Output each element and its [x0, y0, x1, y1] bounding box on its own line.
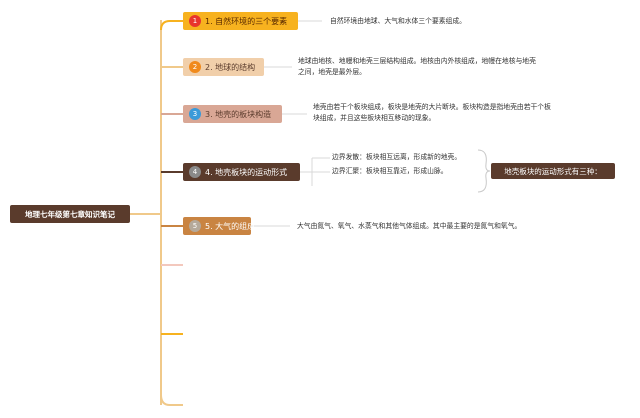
topic-2[interactable]: 2 2. 地球的结构	[183, 58, 264, 76]
number-badge-2: 2	[189, 61, 201, 73]
topic-4-sub-1: 边界发散：板块相互远离，形成新的地壳。	[332, 153, 462, 161]
topic-4-summary-label: 地壳板块的运动形式有三种：	[504, 166, 602, 176]
number-badge-5: 5	[189, 220, 201, 232]
topic-5[interactable]: 5 5. 大气的组成	[183, 217, 255, 235]
topic-4-summary[interactable]: 地壳板块的运动形式有三种：	[491, 163, 615, 179]
topic-1-note: 自然环境由地球、大气和水体三个要素组成。	[330, 17, 466, 25]
topic-1-label: 1. 自然环境的三个要素	[205, 16, 288, 26]
topic-1[interactable]: 1 1. 自然环境的三个要素	[183, 12, 298, 30]
topic-2-label: 2. 地球的结构	[205, 62, 256, 72]
topic-4-sub-2: 边界汇聚：板块相互靠近，形成山脉。	[332, 167, 448, 175]
root-topic-label: 地理七年级第七章知识笔记	[25, 209, 115, 219]
topic-3-label: 3. 地壳的板块构造	[205, 109, 272, 119]
topic-4-label: 4. 地壳板块的运动形式	[205, 167, 288, 177]
topic-4[interactable]: 4 4. 地壳板块的运动形式	[183, 163, 300, 181]
topic-5-label: 5. 大气的组成	[205, 221, 256, 231]
topic-5-note: 大气由氮气、氧气、水蒸气和其他气体组成。其中最主要的是氮气和氧气。	[297, 222, 522, 230]
topic-3-note: 地壳由若干个板块组成，板块是地壳的大片断块。板块构造是指地壳由若干个板 块组成，…	[313, 103, 551, 122]
topic-3[interactable]: 3 3. 地壳的板块构造	[183, 105, 282, 123]
number-badge-3: 3	[189, 108, 201, 120]
number-badge-4: 4	[189, 166, 201, 178]
topic-2-note: 地球由地核、地幔和地壳三层结构组成。地核由内外核组成，地幔在地核与地壳 之间，地…	[298, 57, 536, 76]
number-badge-1: 1	[189, 15, 201, 27]
root-topic[interactable]: 地理七年级第七章知识笔记	[10, 205, 130, 223]
